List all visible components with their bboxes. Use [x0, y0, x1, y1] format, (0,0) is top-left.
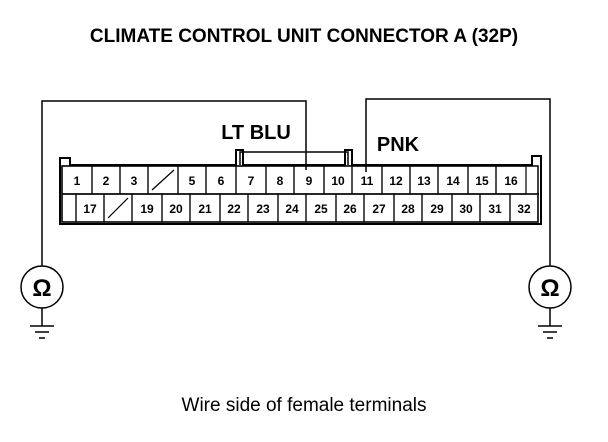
pin-number: 25	[314, 202, 328, 216]
pin-number: 11	[361, 174, 374, 188]
pin-number: 9	[306, 174, 313, 188]
connector-pin: 22	[219, 193, 249, 223]
pin-number: 21	[198, 202, 212, 216]
connector-pin: 13	[409, 165, 439, 195]
ground-icon	[30, 325, 54, 339]
connector-pin: 11	[351, 165, 383, 195]
connector-pin: 28	[393, 193, 423, 223]
pin-number: 7	[248, 174, 255, 188]
pin-number: 8	[277, 174, 284, 188]
pin-number: 5	[189, 174, 196, 188]
connector-pin: 10	[323, 165, 353, 195]
pin-number: 29	[430, 202, 444, 216]
pin-number: 32	[517, 202, 531, 216]
pin-number: 14	[446, 174, 460, 188]
left-ohm-symbol: Ω	[32, 275, 51, 302]
ground-icon	[538, 325, 562, 339]
pin-number: 19	[140, 202, 154, 216]
pin-number: 10	[331, 174, 345, 188]
connector-pin	[61, 193, 77, 223]
pin-number: 27	[372, 202, 386, 216]
pin-number: 3	[131, 174, 138, 188]
pin-cell	[509, 193, 539, 223]
ohmmeter-icon: Ω	[528, 265, 572, 326]
connector-pin: 23	[247, 193, 279, 223]
connector-pin: 7	[235, 165, 267, 195]
lt-blu-label: LT BLU	[221, 122, 291, 144]
connector-pin	[103, 193, 133, 223]
pin-number: 13	[417, 174, 431, 188]
pin-number: 24	[285, 202, 299, 216]
pin-number: 22	[227, 202, 241, 216]
connector-pin: 12	[381, 165, 411, 195]
connector-pin: 1	[61, 165, 93, 195]
connector-pin: 16	[495, 165, 527, 195]
unused-cavity-slash	[151, 169, 175, 191]
pin-number: 12	[389, 174, 403, 188]
right-ohm-symbol: Ω	[540, 275, 559, 302]
pin-number: 30	[459, 202, 473, 216]
lt-blu-wire	[239, 151, 349, 165]
connector-pin: 14	[437, 165, 469, 195]
connector-pin: 20	[161, 193, 191, 223]
pin-number: 26	[343, 202, 357, 216]
connector-pin: 21	[189, 193, 221, 223]
pin-number: 28	[401, 202, 415, 216]
connector-pin: 5	[177, 165, 207, 195]
probe-wires	[41, 98, 551, 266]
connector-pin: 6	[205, 165, 237, 195]
connector-pin: 3	[119, 165, 149, 195]
diagram-title: CLIMATE CONTROL UNIT CONNECTOR A (32P)	[90, 26, 518, 47]
connector-pin: 27	[363, 193, 395, 223]
pin-number: 20	[169, 202, 183, 216]
pin-number: 31	[488, 202, 502, 216]
pin-number: 23	[256, 202, 270, 216]
pnk-label: PNK	[377, 134, 420, 156]
connector-row-2: 17 19 20 21 22 23 24 25 26 27 28 29 30 31 32	[61, 193, 539, 223]
connector-body	[59, 149, 542, 225]
pin-number: 6	[218, 174, 225, 188]
connector-pin	[147, 165, 179, 195]
connector-pin: 32	[509, 193, 539, 223]
connector-pin: 9	[293, 165, 325, 195]
pin-number: 17	[83, 202, 97, 216]
connector-pin: 24	[277, 193, 307, 223]
pin-number: 15	[475, 174, 489, 188]
connector-pin: 8	[265, 165, 295, 195]
unused-cavity-slash	[107, 197, 129, 219]
pin-number: 1	[74, 174, 81, 188]
pin-number: 16	[504, 174, 518, 188]
connector-pin: 29	[421, 193, 453, 223]
connector-pin: 19	[131, 193, 163, 223]
connector-pin: 2	[91, 165, 121, 195]
left-probe-wire	[41, 100, 307, 266]
connector-pin: 31	[479, 193, 511, 223]
diagram-caption: Wire side of female terminals	[182, 395, 427, 416]
pin-number: 2	[103, 174, 110, 188]
ohmmeter-icon: Ω	[20, 265, 64, 326]
connector-pin: 26	[335, 193, 365, 223]
connector-pin: 30	[451, 193, 481, 223]
connector-pin: 15	[467, 165, 497, 195]
connector-pin: 17	[75, 193, 105, 223]
connector-pin: 25	[305, 193, 337, 223]
pin-cell	[61, 193, 77, 223]
right-probe-wire	[365, 98, 551, 266]
